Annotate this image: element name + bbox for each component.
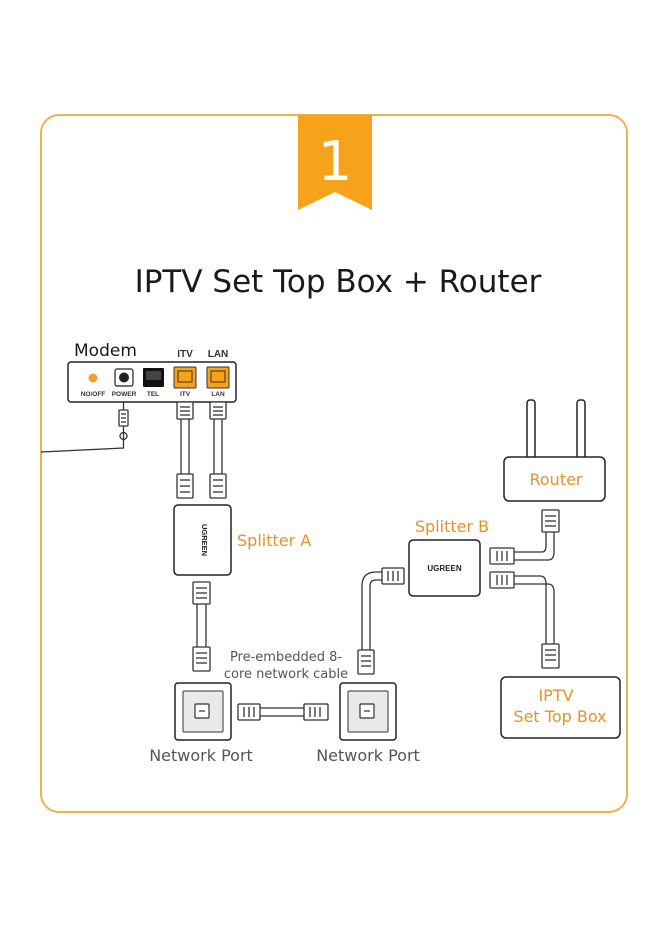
router-antenna-right xyxy=(576,399,586,459)
badge-number: 1 xyxy=(318,130,352,193)
splitter-a-label: Splitter A xyxy=(237,531,311,550)
modem-label: Modem xyxy=(74,341,137,361)
power-jack-icon xyxy=(119,372,129,383)
splitter-b-input-cable xyxy=(357,567,405,675)
modem-itv-top-label: ITV xyxy=(177,349,193,360)
modem-lan-top-label: LAN xyxy=(208,349,229,360)
set-top-box-device xyxy=(500,676,621,739)
power-switch-icon xyxy=(88,373,98,383)
router-antenna-left xyxy=(526,399,536,459)
set-top-box-label-line1: IPTV xyxy=(538,686,573,705)
modem-device xyxy=(67,361,237,403)
router-label: Router xyxy=(529,470,582,489)
splitter-a-brand: UGREEN xyxy=(200,524,209,556)
network-port-right-label: Network Port xyxy=(316,746,420,765)
splitter-b-label: Splitter B xyxy=(415,517,489,536)
cable-note-line2: core network cable xyxy=(224,667,348,682)
network-port-right-device xyxy=(339,682,397,741)
port-label-itv: ITV xyxy=(180,391,191,398)
network-port-left-label: Network Port xyxy=(149,746,253,765)
splitter-b-brand: UGREEN xyxy=(427,564,461,573)
port-label-tel: TEL xyxy=(147,391,159,398)
port-link-cable xyxy=(237,703,329,721)
page-title: IPTV Set Top Box + Router xyxy=(135,264,542,300)
power-cable xyxy=(40,402,129,453)
splitter-b-device: UGREEN xyxy=(408,539,481,597)
router-device xyxy=(503,399,606,502)
itv-port-icon xyxy=(173,366,197,389)
splitter-a-device: UGREEN xyxy=(173,504,232,576)
step-badge: 1 xyxy=(298,115,372,210)
port-label-onoff: NO/OFF xyxy=(81,391,106,398)
router-cable xyxy=(489,509,560,565)
splitter-a-cable xyxy=(192,581,211,672)
itv-cable xyxy=(176,401,194,499)
port-label-lan: LAN xyxy=(211,391,225,398)
port-label-power: POWER xyxy=(112,391,137,398)
set-top-box-label-line2: Set Top Box xyxy=(513,707,606,726)
stb-cable xyxy=(489,571,560,669)
cable-note-line1: Pre-embedded 8- xyxy=(230,650,342,665)
network-port-left-device xyxy=(174,682,232,741)
lan-port-icon xyxy=(206,366,230,389)
lan-cable xyxy=(209,401,227,499)
